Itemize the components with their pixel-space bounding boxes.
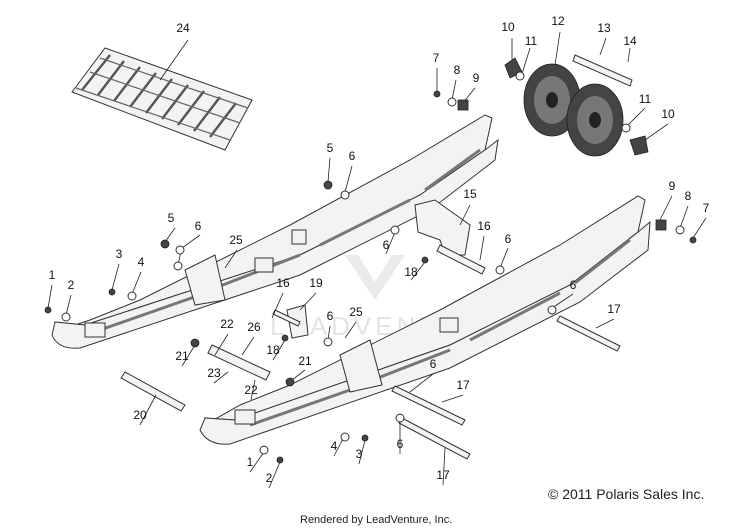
callout-5: 5	[327, 141, 334, 155]
callout-15: 15	[463, 187, 477, 201]
callout-3: 3	[116, 247, 123, 261]
callout-4: 4	[331, 439, 338, 453]
left-rail	[51, 114, 499, 349]
callout-2: 2	[266, 471, 273, 485]
callout-6: 6	[349, 149, 356, 163]
callout-1: 1	[247, 455, 254, 469]
callout-21: 21	[175, 349, 189, 363]
callout-4: 4	[138, 255, 145, 269]
callout-24: 24	[176, 21, 190, 35]
callout-13: 13	[597, 21, 611, 35]
callout-17: 17	[436, 468, 450, 482]
callout-2: 2	[68, 278, 75, 292]
callout-5: 5	[168, 211, 175, 225]
hardware	[44, 71, 697, 464]
callout-22: 22	[220, 317, 234, 331]
callout-18: 18	[404, 265, 418, 279]
callout-10: 10	[501, 20, 515, 34]
callout-8: 8	[685, 189, 692, 203]
idler-wheels	[504, 54, 649, 157]
callout-9: 9	[473, 71, 480, 85]
callout-16: 16	[477, 219, 491, 233]
center-parts	[207, 199, 486, 381]
callout-19: 19	[309, 276, 323, 290]
callout-12: 12	[551, 14, 565, 28]
track-part	[71, 47, 253, 151]
callout-9: 9	[669, 179, 676, 193]
callout-22: 22	[244, 383, 258, 397]
right-rail	[199, 195, 651, 445]
callout-7: 7	[703, 201, 710, 215]
callout-16: 16	[276, 276, 290, 290]
cross-shafts	[120, 315, 621, 460]
callout-23: 23	[207, 366, 221, 380]
callout-20: 20	[133, 408, 147, 422]
callout-11: 11	[639, 92, 652, 106]
callout-18: 18	[266, 343, 280, 357]
callout-25: 25	[349, 305, 363, 319]
callout-7: 7	[433, 51, 440, 65]
callout-21: 21	[298, 354, 312, 368]
callout-6: 6	[195, 219, 202, 233]
callout-6: 6	[505, 232, 512, 246]
callout-6: 6	[430, 357, 437, 371]
leader-lines	[47, 31, 707, 489]
callout-6: 6	[383, 238, 390, 252]
copyright-text: © 2011 Polaris Sales Inc.	[548, 486, 705, 502]
rendered-by-text: Rendered by LeadVenture, Inc.	[300, 514, 453, 526]
callout-1: 1	[49, 268, 56, 282]
callout-6: 6	[570, 278, 577, 292]
callout-10: 10	[661, 107, 675, 121]
callout-17: 17	[456, 378, 470, 392]
callout-6: 6	[327, 309, 334, 323]
callout-25: 25	[229, 233, 243, 247]
callout-3: 3	[356, 447, 363, 461]
callout-8: 8	[454, 63, 461, 77]
callout-14: 14	[623, 34, 637, 48]
callout-6: 6	[397, 437, 404, 451]
callout-11: 11	[525, 34, 538, 48]
callout-26: 26	[247, 320, 261, 334]
callout-17: 17	[607, 302, 621, 316]
